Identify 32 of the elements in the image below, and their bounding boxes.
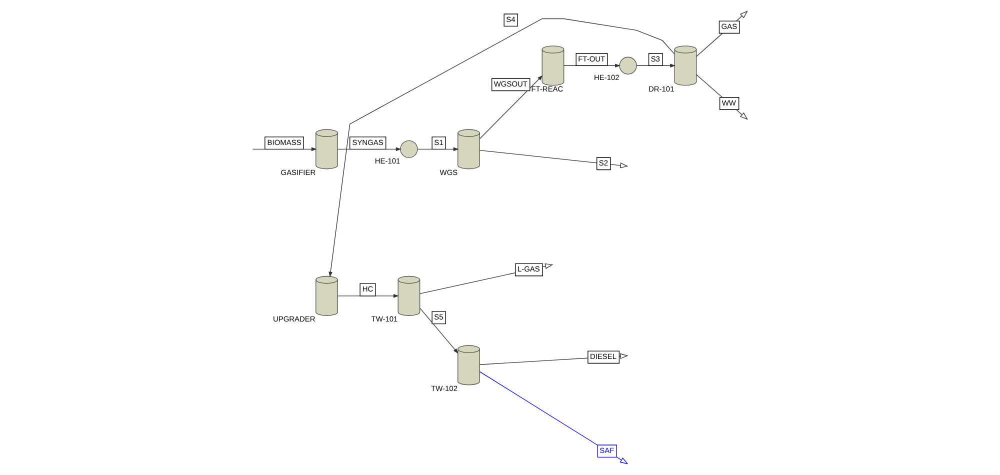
arrow: [479, 371, 628, 464]
node-label: UPGRADER: [272, 314, 316, 324]
edge-label: DIESEL: [590, 352, 617, 362]
arrow: [479, 150, 628, 168]
arrow: [696, 10, 748, 57]
edge-label: WGSOUT: [494, 80, 528, 89]
node-label: HE-101: [374, 156, 400, 166]
node-label: TW-102: [431, 384, 458, 393]
node-circle: [400, 140, 418, 158]
edge-label: S3: [650, 54, 660, 64]
edge-label: SYNGAS: [352, 138, 384, 147]
node-label: DR-101: [648, 84, 674, 94]
node-label: WGS: [440, 168, 458, 177]
edge-label: WW: [722, 98, 736, 108]
edge-label: L-GAS: [517, 264, 540, 274]
arrow: [420, 308, 458, 354]
edge-label: S5: [434, 312, 444, 322]
edge-label: SAF: [600, 446, 614, 456]
node-label: HE-102: [594, 73, 620, 82]
edge-label: S2: [598, 158, 608, 168]
arrow: [479, 75, 543, 140]
edge-label: S1: [434, 138, 444, 147]
node-label: TW-101: [371, 314, 398, 324]
edge-label: GAS: [721, 22, 738, 32]
arrow: [696, 74, 748, 120]
node-label: GASIFIER: [280, 168, 316, 177]
node-circle: [619, 56, 637, 74]
edge-label: S4: [506, 14, 516, 24]
edge-label: HC: [362, 284, 374, 294]
edge-label: BIOMASS: [267, 138, 302, 147]
node-label: FT-REAC: [531, 84, 564, 94]
edge-label: FT-OUT: [578, 54, 606, 64]
